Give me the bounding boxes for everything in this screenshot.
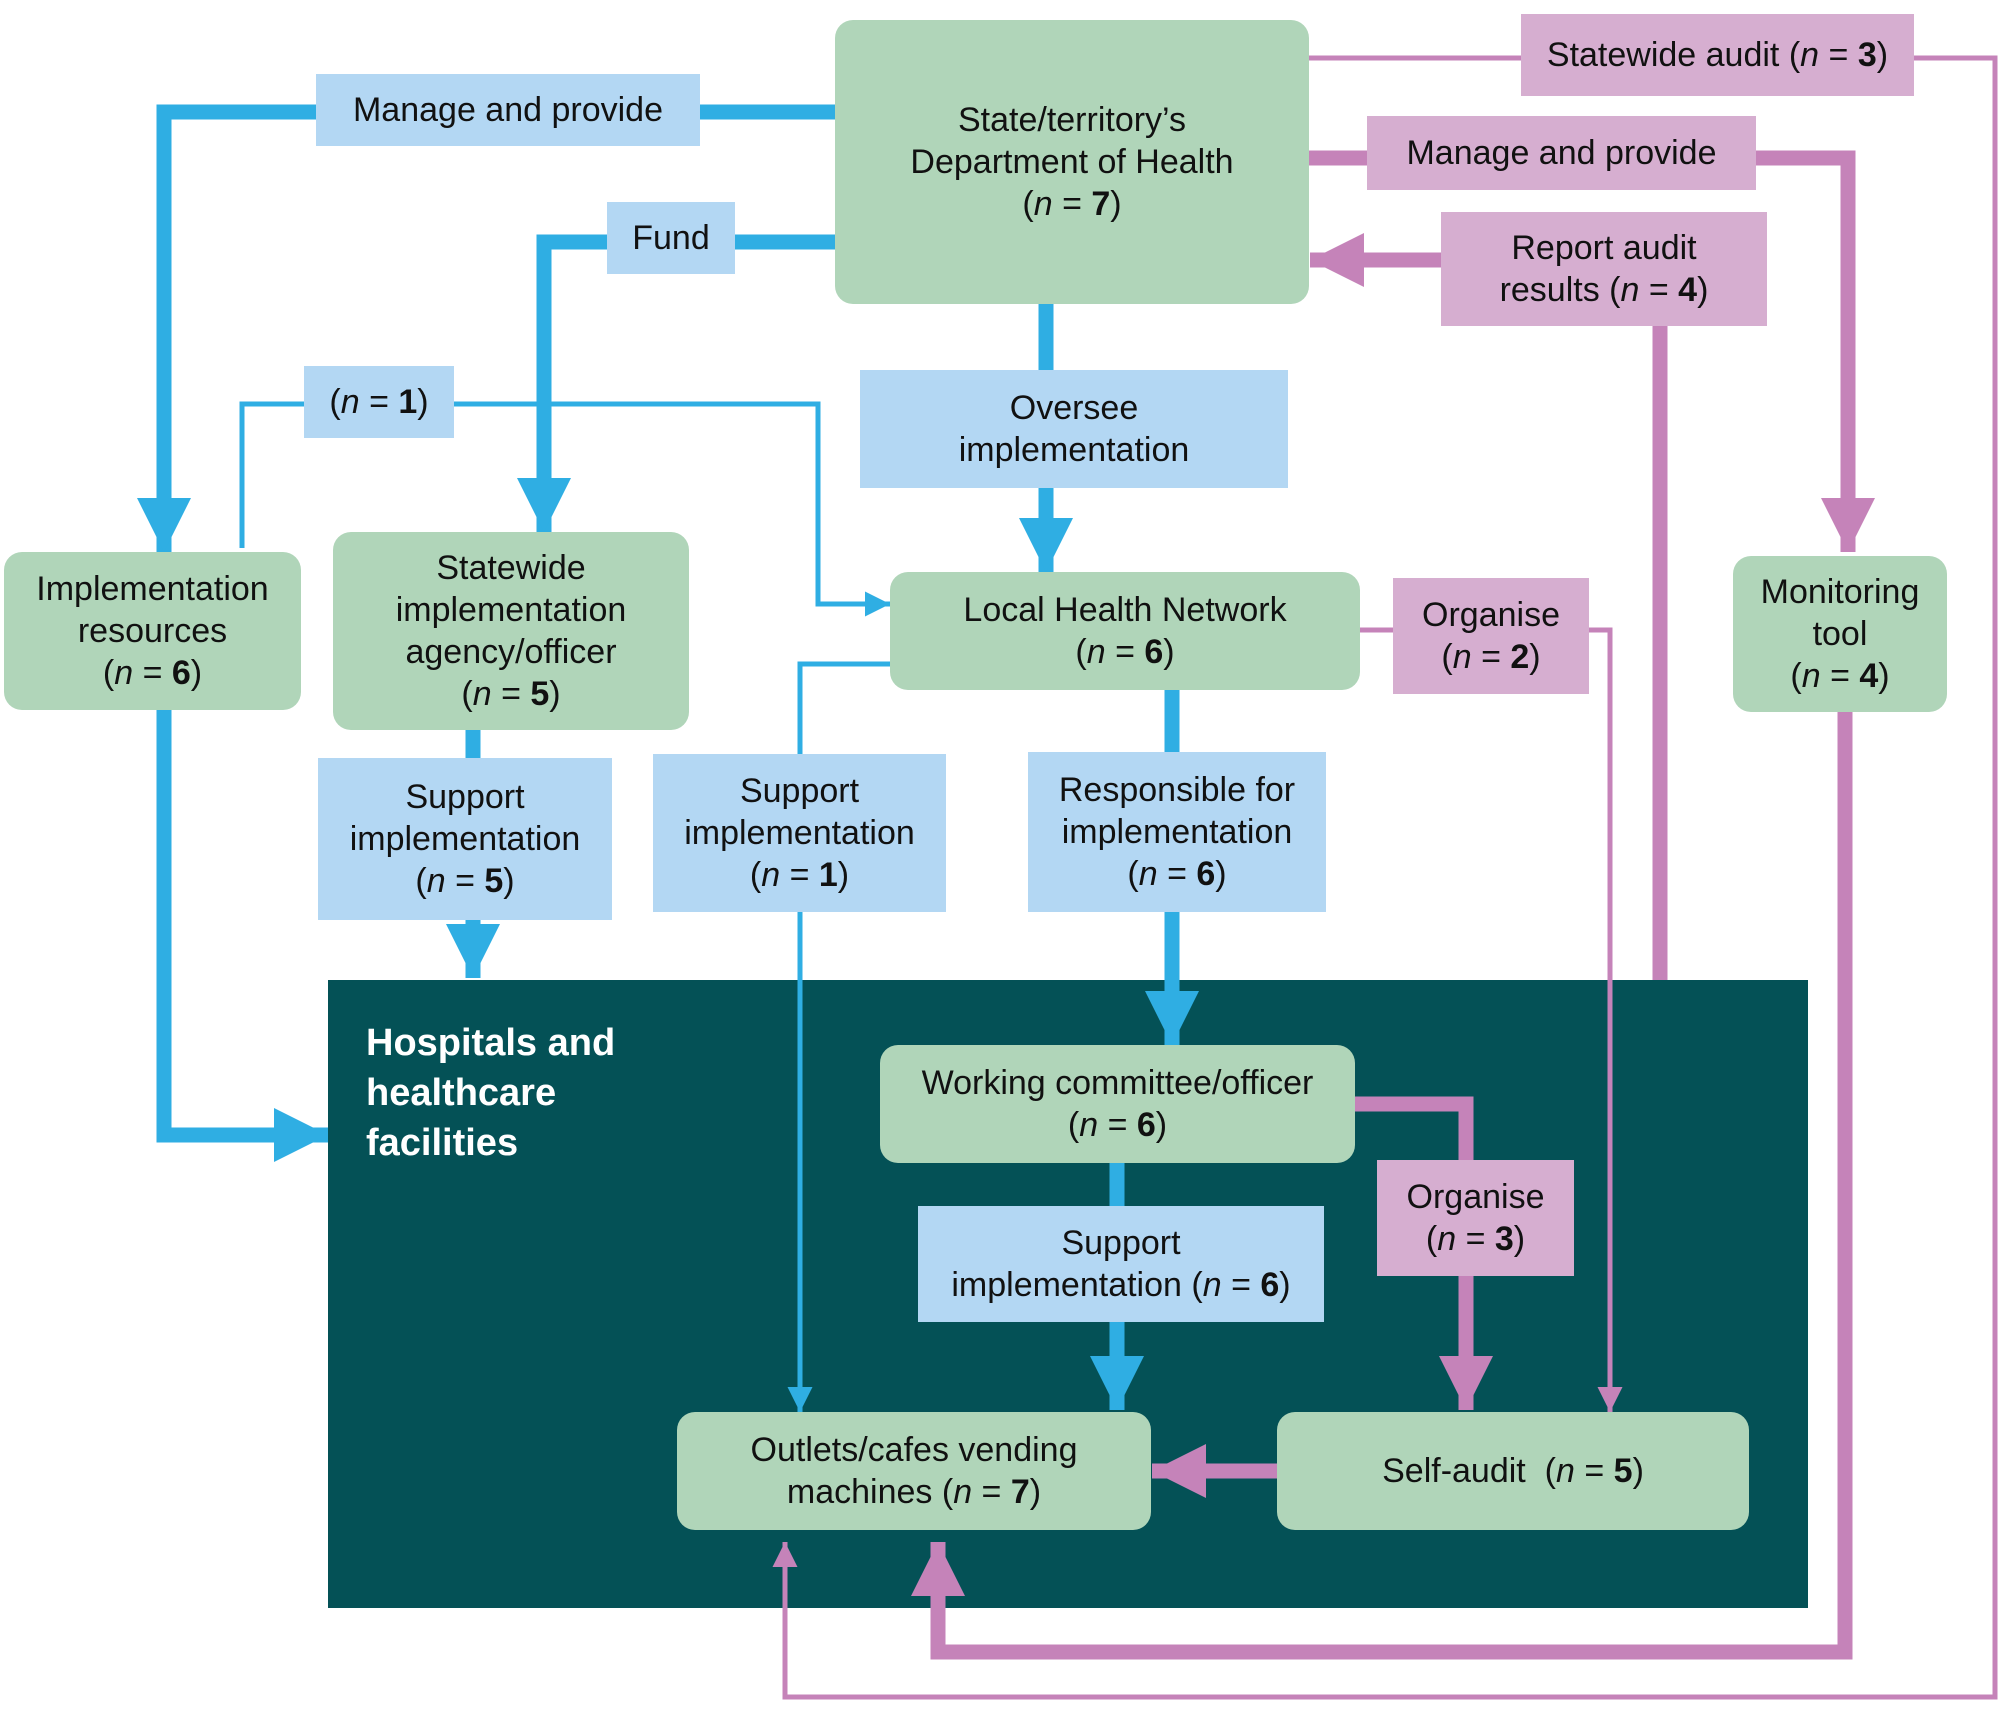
arrow-committee-organise-to-self-audit bbox=[1355, 1096, 1493, 1410]
label-support-lhn-line1: Support bbox=[739, 772, 860, 810]
label-organise-lhn-count: (n = 2) bbox=[1441, 638, 1541, 676]
node-outlets-line1: Outlets/cafes vending bbox=[750, 1431, 1078, 1469]
arrow-lhn-organise-to-self-audit bbox=[1360, 627, 1623, 1412]
label-fund: Fund bbox=[607, 202, 735, 274]
node-lhn-line1: Local Health Network bbox=[963, 591, 1287, 629]
label-fund-text: Fund bbox=[632, 219, 710, 257]
label-responsible-count: (n = 6) bbox=[1127, 855, 1227, 893]
label-organise-lhn-line1: Organise bbox=[1422, 596, 1560, 634]
label-support-agency: Support implementation (n = 5) bbox=[318, 758, 612, 920]
label-organise-lhn: Organise (n = 2) bbox=[1393, 578, 1589, 694]
node-agency-line2: implementation bbox=[395, 591, 627, 629]
node-working-committee: Working committee/officer (n = 6) bbox=[880, 1045, 1355, 1163]
node-implementation-resources: Implementation resources (n = 6) bbox=[4, 552, 301, 710]
arrow-monitoring-to-outlets bbox=[911, 710, 1853, 1660]
node-committee-count: (n = 6) bbox=[1067, 1106, 1168, 1144]
node-self-audit: Self-audit (n = 5) bbox=[1277, 1412, 1749, 1530]
label-support-committee-count: implementation (n = 6) bbox=[951, 1266, 1291, 1304]
node-monitoring-count: (n = 4) bbox=[1790, 657, 1890, 695]
label-manage-provide-left-text: Manage and provide bbox=[352, 91, 663, 129]
label-responsible: Responsible for implementation (n = 6) bbox=[1028, 752, 1326, 912]
node-monitoring-tool: Monitoring tool (n = 4) bbox=[1733, 556, 1947, 712]
label-responsible-line2: implementation bbox=[1061, 813, 1293, 851]
node-committee-line1: Working committee/officer bbox=[921, 1064, 1314, 1102]
label-manage-provide-left: Manage and provide bbox=[316, 74, 700, 146]
label-statewide-audit-text: Statewide audit (n = 3) bbox=[1546, 36, 1889, 74]
label-support-agency-line2: implementation bbox=[349, 820, 581, 858]
node-agency-count: (n = 5) bbox=[461, 675, 561, 713]
node-monitoring-line2: tool bbox=[1812, 615, 1868, 653]
node-doh-line1: State/territory’s bbox=[957, 101, 1186, 139]
node-outlets: Outlets/cafes vending machines (n = 7) bbox=[677, 1412, 1151, 1530]
label-report-audit-count: results (n = 4) bbox=[1499, 271, 1709, 309]
label-organise-committee-line1: Organise bbox=[1406, 1178, 1545, 1216]
node-outlets-count: machines (n = 7) bbox=[786, 1473, 1042, 1511]
label-manage-provide-right-text: Manage and provide bbox=[1406, 134, 1717, 172]
label-organise-committee: Organise (n = 3) bbox=[1377, 1160, 1574, 1276]
label-support-lhn-count: (n = 1) bbox=[749, 856, 850, 894]
node-statewide-agency: Statewide implementation agency/officer … bbox=[333, 532, 689, 730]
label-oversee-line2: implementation bbox=[958, 431, 1190, 469]
node-local-health-network: Local Health Network (n = 6) bbox=[890, 572, 1360, 690]
label-support-agency-count: (n = 5) bbox=[415, 862, 515, 900]
label-n-one-count: (n = 1) bbox=[329, 383, 429, 421]
label-support-committee-line1: Support bbox=[1061, 1224, 1181, 1262]
node-department-of-health: State/territory’s Department of Health (… bbox=[835, 20, 1309, 304]
arrow-doh-fund-to-agency bbox=[517, 234, 835, 532]
node-lhn-count: (n = 6) bbox=[1075, 633, 1175, 671]
node-impl-count: (n = 6) bbox=[102, 654, 203, 692]
hospitals-title: Hospitals and healthcare facilities bbox=[366, 1022, 616, 1164]
label-support-lhn: Support implementation (n = 1) bbox=[653, 754, 946, 912]
arrow-impl-resources-to-lhn bbox=[239, 401, 890, 617]
label-report-audit: Report audit results (n = 4) bbox=[1441, 212, 1767, 326]
label-report-audit-line1: Report audit bbox=[1511, 229, 1697, 267]
node-doh-line2: Department of Health bbox=[910, 143, 1234, 181]
label-oversee-line1: Oversee bbox=[1009, 389, 1139, 427]
arrow-lhn-to-outlets bbox=[787, 661, 890, 1412]
node-self-audit-text: Self-audit (n = 5) bbox=[1382, 1452, 1644, 1490]
node-doh-count: (n = 7) bbox=[1022, 185, 1122, 223]
node-agency-line3: agency/officer bbox=[405, 633, 617, 671]
label-responsible-line1: Responsible for bbox=[1058, 771, 1296, 809]
label-support-lhn-line2: implementation bbox=[684, 814, 915, 852]
label-manage-provide-right: Manage and provide bbox=[1367, 116, 1756, 190]
arrow-doh-to-impl-resources bbox=[137, 104, 835, 552]
node-monitoring-line1: Monitoring bbox=[1760, 573, 1920, 611]
node-impl-line2: resources bbox=[77, 612, 228, 650]
arrow-impl-resources-to-hospitals bbox=[156, 710, 328, 1162]
label-support-committee: Support implementation (n = 6) bbox=[918, 1206, 1324, 1322]
node-impl-line1: Implementation bbox=[36, 570, 269, 608]
label-support-agency-line1: Support bbox=[405, 778, 525, 816]
label-organise-committee-count: (n = 3) bbox=[1425, 1220, 1526, 1258]
label-n-one: (n = 1) bbox=[304, 366, 454, 438]
node-agency-line1: Statewide bbox=[436, 549, 586, 587]
label-oversee: Oversee implementation bbox=[860, 370, 1288, 488]
label-statewide-audit: Statewide audit (n = 3) bbox=[1521, 14, 1914, 96]
